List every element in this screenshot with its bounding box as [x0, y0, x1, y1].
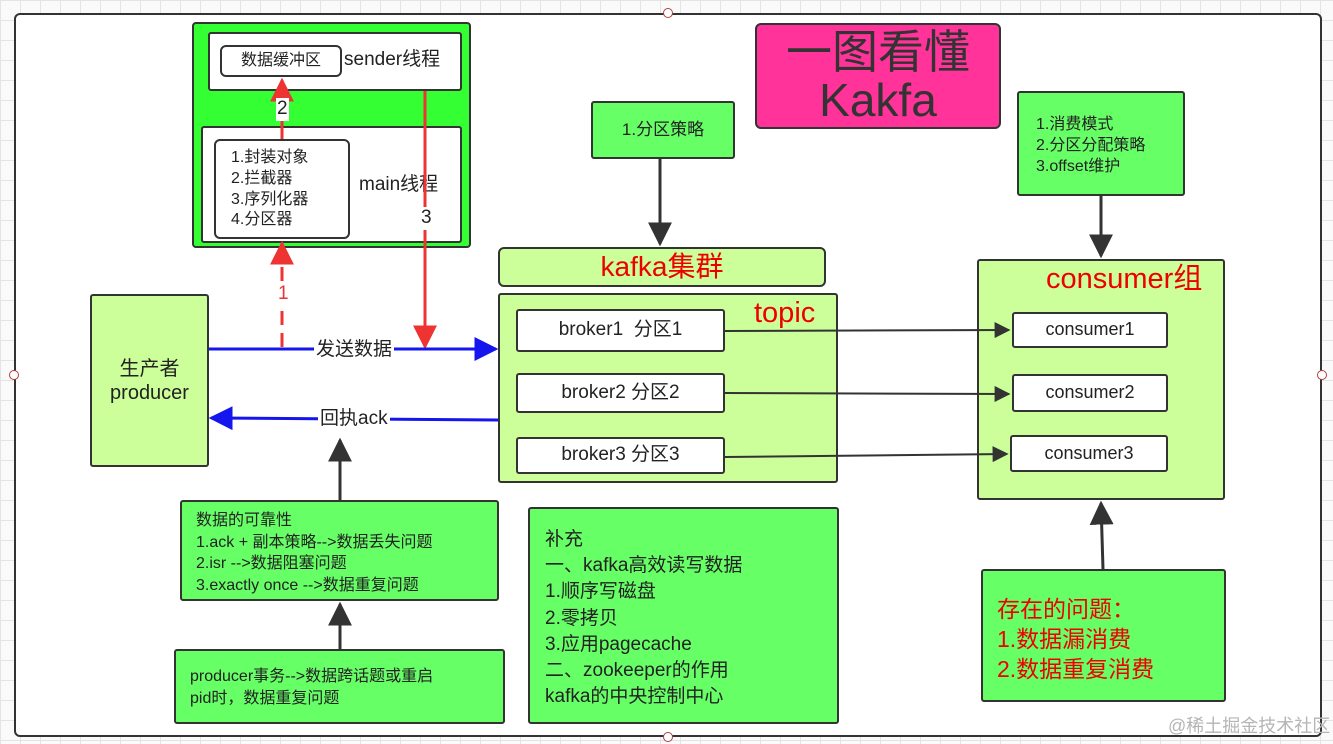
step-number-2: 2 [276, 98, 289, 121]
consumer-note-line: 3.offset维护 [1036, 157, 1121, 175]
problems-line: 2.数据重复消费 [997, 655, 1155, 682]
reliability-line: 数据的可靠性 [196, 512, 293, 529]
sender-thread-label: sender线程 [344, 49, 441, 70]
buffer-label: 数据缓冲区 [240, 52, 321, 70]
main-step: 2.拦截器 [231, 169, 293, 187]
supplement-line: kafka的中央控制中心 [545, 686, 724, 708]
title-line-2: Kakfa [819, 74, 937, 126]
title-box: 一图看懂 Kakfa [755, 23, 1001, 129]
transaction-line: producer事务-->数据跨话题或重启 [190, 668, 434, 685]
resize-handle-top[interactable] [663, 8, 673, 18]
broker-label: broker1 分区1 [558, 319, 683, 341]
send-label: 发送数据 [314, 339, 395, 362]
consumer-label: consumer1 [1045, 319, 1135, 340]
reliability-line: 1.ack + 副本策略-->数据丢失问题 [196, 533, 433, 551]
consumer-note-line: 2.分区分配策略 [1036, 136, 1146, 154]
main-step: 4.分区器 [231, 211, 293, 229]
producer-label-cn: 生产者 [119, 357, 180, 380]
broker-box-1: broker1 分区1 [516, 309, 725, 352]
consumer-label: consumer2 [1045, 382, 1135, 403]
producer-label-en: producer [110, 381, 189, 404]
consumer-note-box: 1.消费模式 2.分区分配策略 3.offset维护 [1017, 91, 1185, 196]
broker-label: broker2 分区2 [561, 381, 680, 403]
broker-box-2: broker2 分区2 [516, 373, 725, 413]
producer-box: 生产者 producer [90, 294, 209, 467]
partition-strategy-box: 1.分区策略 [591, 101, 735, 159]
resize-handle-right[interactable] [1317, 370, 1327, 380]
main-step: 3.序列化器 [231, 190, 309, 208]
broker-box-3: broker3 分区3 [516, 437, 725, 474]
resize-handle-bottom[interactable] [663, 732, 673, 742]
transaction-line: pid时，数据重复问题 [190, 689, 340, 707]
consumer-group-title: consumer组 [1046, 263, 1203, 295]
ack-label: 回执ack [318, 408, 390, 431]
topic-label: topic [754, 297, 816, 329]
resize-handle-left[interactable] [9, 370, 19, 380]
step-number-3: 3 [420, 207, 433, 230]
transaction-box: producer事务-->数据跨话题或重启 pid时，数据重复问题 [174, 649, 505, 724]
reliability-box: 数据的可靠性 1.ack + 副本策略-->数据丢失问题 2.isr -->数据… [180, 500, 499, 601]
partition-strategy-label: 1.分区策略 [621, 119, 705, 139]
watermark: @稀土掘金技术社区 [1168, 716, 1331, 736]
consumer-box-1: consumer1 [1012, 312, 1168, 348]
consumer-box-2: consumer2 [1012, 374, 1168, 412]
title-line-1: 一图看懂 [786, 25, 970, 78]
supplement-line: 补充 [545, 529, 584, 550]
supplement-box: 补充 一、kafka高效读写数据 1.顺序写磁盘 2.零拷贝 3.应用pagec… [528, 507, 839, 724]
consumer-label: consumer3 [1044, 442, 1134, 463]
supplement-line: 1.顺序写磁盘 [545, 581, 656, 603]
problems-line: 1.数据漏消费 [997, 625, 1132, 652]
problems-line: 存在的问题： [997, 596, 1135, 622]
kafka-cluster-title: kafka集群 [600, 251, 724, 283]
supplement-line: 二、zookeeper的作用 [545, 660, 729, 682]
consumer-note-line: 1.消费模式 [1036, 116, 1114, 133]
broker3-consumer3-arrow [724, 446, 1009, 463]
broker1-consumer1-arrow [724, 322, 1011, 339]
reliability-line: 2.isr -->数据阻塞问题 [196, 555, 347, 573]
consumer-box-3: consumer3 [1010, 435, 1168, 472]
problems-arrow [1089, 500, 1114, 570]
reliability-line: 3.exactly once -->数据重复问题 [196, 576, 419, 594]
buffer-box: 数据缓冲区 [220, 45, 342, 77]
step-number-1: 1 [277, 283, 290, 306]
main-thread-label: main线程 [359, 174, 439, 195]
supplement-line: 2.零拷贝 [545, 607, 618, 629]
supplement-line: 一、kafka高效读写数据 [545, 555, 743, 577]
supplement-line: 3.应用pagecache [545, 633, 692, 655]
main-step: 1.封装对象 [231, 149, 309, 166]
broker2-consumer2-arrow [724, 385, 1011, 402]
problems-box: 存在的问题： 1.数据漏消费 2.数据重复消费 [981, 569, 1226, 702]
main-steps-box: 1.封装对象 2.拦截器 3.序列化器 4.分区器 [214, 139, 350, 239]
kafka-cluster-title-box: kafka集群 [498, 247, 826, 287]
broker-label: broker3 分区3 [561, 444, 680, 466]
